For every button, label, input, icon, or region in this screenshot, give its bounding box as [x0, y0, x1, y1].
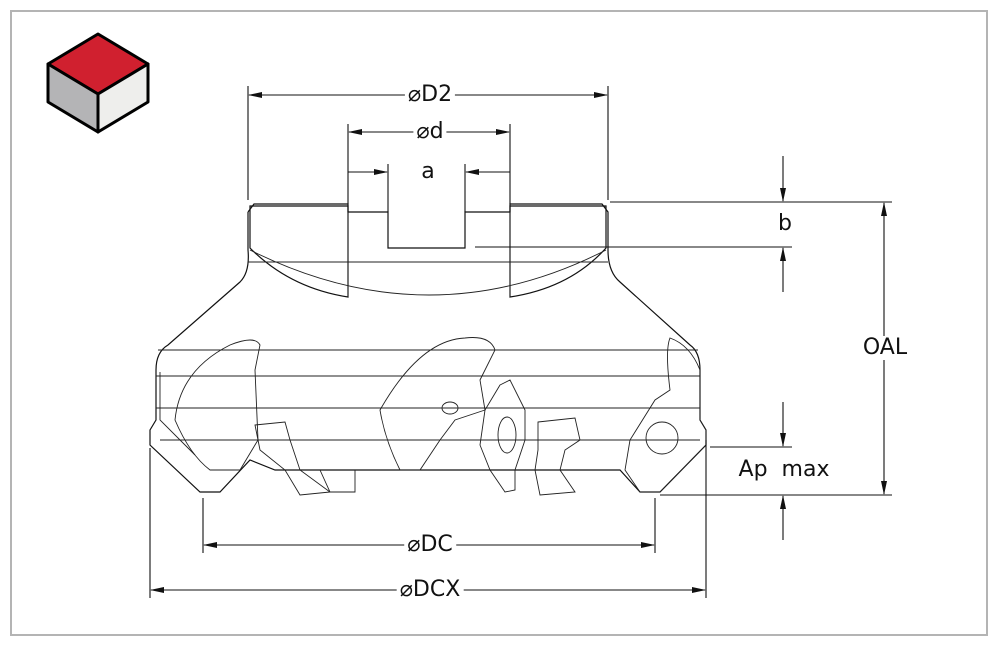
dimension-label-DC: ⌀DC	[404, 533, 456, 557]
dimension-label-b: b	[775, 212, 795, 236]
dimension-label-D2: ⌀D2	[404, 83, 456, 107]
isometric-cube-icon	[46, 32, 150, 134]
dimension-label-ap-max: Ap max	[735, 458, 833, 482]
drawing-frame	[10, 10, 988, 636]
dimension-label-OAL: OAL	[859, 336, 911, 360]
cutter-body	[149, 203, 707, 496]
section-hatch	[249, 205, 607, 298]
dimension-lines	[149, 86, 892, 598]
dimension-label-DCX: ⌀DCX	[396, 578, 464, 602]
dimension-label-d: ⌀d	[413, 120, 447, 144]
dimension-label-a: a	[421, 159, 435, 184]
